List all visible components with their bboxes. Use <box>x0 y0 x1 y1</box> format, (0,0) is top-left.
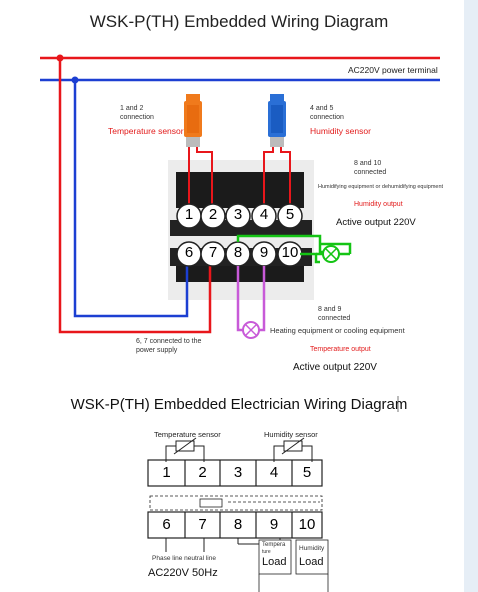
terminal-num-2: 2 <box>208 206 218 223</box>
temp-sensor-label: Temperature sensor <box>108 126 184 136</box>
heating-equipment-label: Heating equipment or cooling equipment <box>270 326 405 335</box>
terminal-circle-3 <box>225 203 251 229</box>
temp-sensor-cap <box>186 94 200 102</box>
bottom-terminal-2: 2 <box>198 464 207 481</box>
bottom-terminal-7: 7 <box>198 516 207 533</box>
temp-sensor-wire-2 <box>196 147 213 210</box>
humidity-sensor-cap <box>270 94 284 102</box>
terminal-num-6: 6 <box>184 244 194 261</box>
bottom-terminal-1: 1 <box>162 464 171 481</box>
temp-conn-line1: 1 and 2 <box>120 105 144 112</box>
bottom-temp-sensor-label: Temperature sensor <box>154 430 221 439</box>
temp-load-label: Load <box>262 556 287 568</box>
humidity-thermistor-slash <box>281 437 305 455</box>
bottom-title: WSK-P(TH) Embedded Electrician Wiring Di… <box>70 396 408 413</box>
humidity-conn-line1: 4 and 5 <box>310 105 334 112</box>
temp-sensor-vents <box>187 105 199 133</box>
terminal-num-5: 5 <box>285 206 295 223</box>
lamp-cross-b <box>324 247 338 261</box>
conn-8-10-line1: 8 and 10 <box>354 160 382 167</box>
relay-coil <box>199 498 223 508</box>
terminal-circle-5 <box>277 203 303 229</box>
conn-8-10-line2: connected <box>354 169 387 176</box>
humidity-sensor-plug <box>270 137 284 147</box>
power-rating-label: AC220V 50Hz <box>148 567 218 579</box>
bottom-terminal-6: 6 <box>162 516 171 533</box>
top-terminal-circles <box>176 203 303 229</box>
conn-8-9-line1: 8 and 9 <box>318 306 342 313</box>
temp-conn-line2: connection <box>120 114 154 121</box>
green-output-wire-bottom <box>300 252 320 264</box>
bottom-terminal-row <box>147 511 323 539</box>
lamp2-cross-b <box>244 323 258 337</box>
relay-box <box>149 495 323 511</box>
humidity-conn-line2: connection <box>310 114 344 121</box>
bottom-terminal-4: 4 <box>269 464 279 481</box>
conn-8-9-line2: connected <box>318 315 351 322</box>
bottom-terminal-5: 5 <box>302 464 312 481</box>
humidity-sensor-label: Humidity sensor <box>310 126 371 136</box>
temp-load-header-2: ture <box>262 549 271 555</box>
terminal-num-1: 1 <box>184 206 194 223</box>
terminal-num-4: 4 <box>259 206 269 223</box>
neutral-to-terminal-6 <box>73 80 189 318</box>
terminal-num-8: 8 <box>233 244 243 261</box>
humidity-load-box <box>295 539 329 575</box>
phase-neutral-label: Phase line neutral line <box>152 555 216 562</box>
humidity-output-label: Humidity output <box>354 201 403 208</box>
live-to-terminal-7 <box>58 58 212 334</box>
bottom-terminal-3: 3 <box>233 464 243 481</box>
bottom-humidity-sensor-label: Humidity sensor <box>264 430 318 439</box>
humidity-sensor-wire-2 <box>280 147 291 210</box>
terminal-num-3: 3 <box>233 206 243 223</box>
top-title: WSK-P(TH) Embedded Wiring Diagram <box>89 12 389 31</box>
bottom-terminal-8: 8 <box>233 516 243 533</box>
humidity-load-header: Humidity <box>299 545 325 552</box>
terminal-num-10: 10 <box>281 244 299 261</box>
terminal-block-bottom <box>176 266 304 282</box>
humidity-load-label: Load <box>299 556 324 568</box>
terminal-num-9: 9 <box>259 244 269 261</box>
power-terminal-label: AC220V power terminal <box>348 65 438 75</box>
humidity-sensor-wire-1 <box>263 147 274 210</box>
temp-thermistor-slash <box>173 437 197 455</box>
humidity-sensor-vents <box>271 105 283 133</box>
temperature-output-label: Temperature output <box>310 346 371 353</box>
top-terminal-row <box>147 459 323 487</box>
terminal-num-7: 7 <box>208 244 218 261</box>
green-return <box>320 242 352 254</box>
active-output-right: Active output 220V <box>336 217 416 228</box>
humid-equipment-label: Humidifying equipment or dehumidifying e… <box>318 184 444 190</box>
active-output-bottom: Active output 220V <box>293 362 377 373</box>
temperature-load-box <box>258 539 292 575</box>
green-output-wire-top <box>236 234 324 254</box>
temp-load-header-1: Tempera <box>262 542 286 548</box>
terminal-circle-7 <box>200 241 226 267</box>
power-supply-line1: 6, 7 connected to the <box>136 338 202 345</box>
terminal-circle-2 <box>200 203 226 229</box>
terminal-circle-4 <box>251 203 277 229</box>
bottom-terminal-9: 9 <box>269 516 279 533</box>
power-supply-line2: power supply <box>136 347 178 354</box>
bottom-terminal-10: 10 <box>298 516 316 533</box>
bottom-terminal-circles <box>176 241 303 267</box>
right-edge-strip <box>464 0 478 592</box>
terminal-block-top <box>176 172 304 208</box>
temp-sensor-plug <box>186 137 200 147</box>
